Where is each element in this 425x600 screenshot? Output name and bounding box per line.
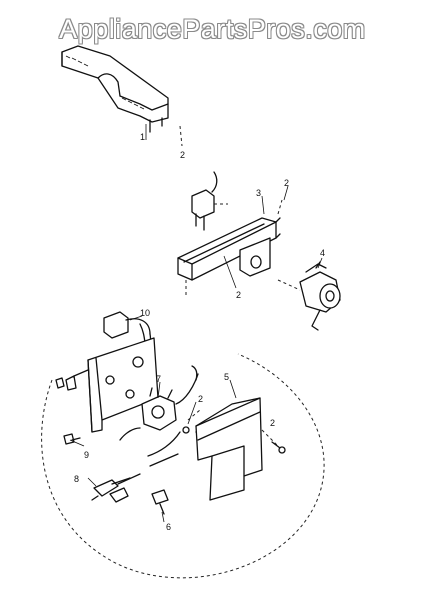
assembly-outline-circle (41, 353, 325, 579)
leader-line (317, 257, 323, 269)
wire (149, 453, 179, 467)
assembly-guide (277, 279, 301, 291)
part-wire-harness-8 (91, 473, 141, 503)
callout-2-lower: 2 (198, 394, 203, 404)
callout-7: 7 (156, 374, 161, 384)
callout-10: 10 (140, 308, 150, 318)
callout-6: 6 (166, 522, 171, 532)
part-control-switch-7 (141, 365, 199, 431)
callout-3: 3 (256, 188, 261, 198)
wire (119, 427, 141, 441)
part-terminal-strip (61, 45, 183, 147)
callout-5: 5 (224, 372, 229, 382)
part-control-bracket (65, 337, 159, 433)
part-thermostat (299, 261, 341, 331)
callout-2-rail: 2 (284, 178, 289, 188)
part-small-switch (191, 171, 228, 231)
callout-1: 1 (140, 132, 145, 142)
callout-leaders (69, 185, 289, 523)
screw (182, 426, 190, 434)
callout-8: 8 (74, 474, 79, 484)
callout-4: 4 (320, 248, 325, 258)
part-screw-right (261, 429, 286, 454)
callout-2-top: 2 (180, 150, 185, 160)
callout-2-middle: 2 (236, 290, 241, 300)
watermark-text: AppliancePartsPros.com (59, 14, 366, 44)
part-connector-6 (151, 489, 169, 515)
part-cover-5 (195, 397, 263, 501)
part-mounting-rail (177, 199, 283, 298)
wire (147, 431, 181, 457)
callout-9: 9 (84, 450, 89, 460)
callout-2-right: 2 (270, 418, 275, 428)
